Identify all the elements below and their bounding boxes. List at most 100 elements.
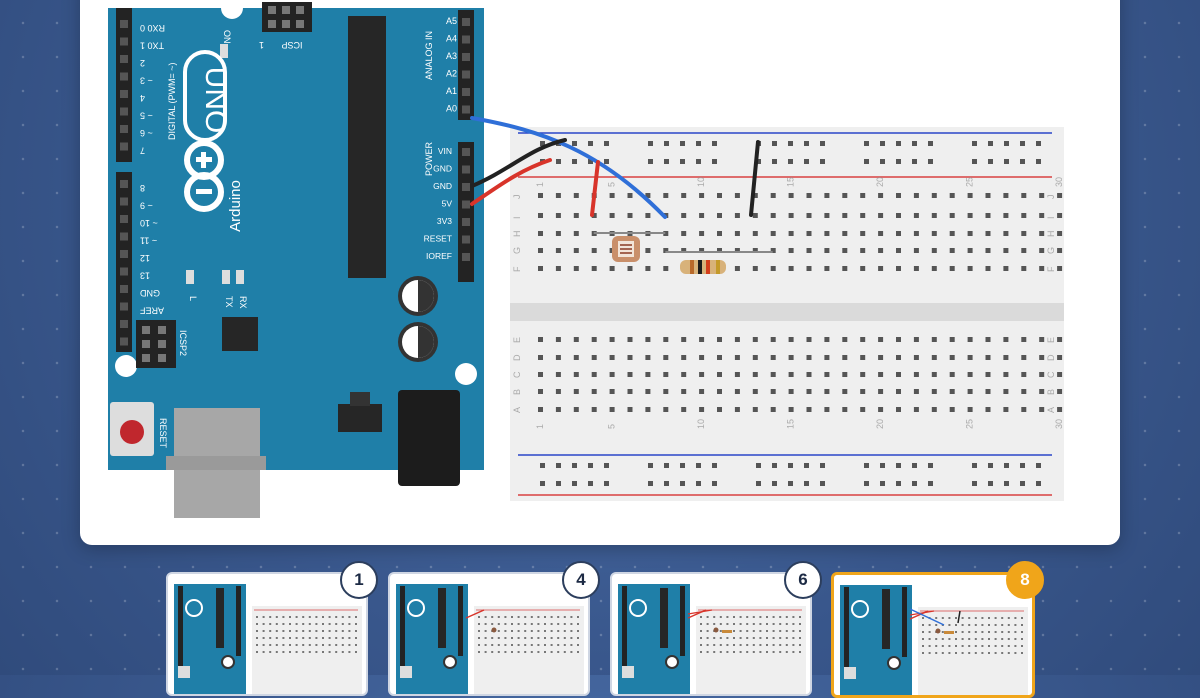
terminal-hole <box>788 372 794 377</box>
step-thumbnail-1[interactable] <box>166 572 368 696</box>
rail-hole <box>1036 159 1041 164</box>
thumb-hole <box>557 616 560 618</box>
terminal-hole <box>752 266 758 271</box>
terminal-hole <box>878 337 884 342</box>
rail-hole <box>696 463 701 468</box>
step-thumbnail-4[interactable] <box>388 572 590 696</box>
rail-hole <box>772 463 777 468</box>
terminal-hole <box>1039 231 1045 236</box>
icsp2-pin <box>142 326 150 334</box>
thumb-scene <box>618 584 806 694</box>
header-pin <box>462 183 470 191</box>
thumb-hole <box>275 623 278 625</box>
terminal-hole <box>985 407 991 412</box>
terminal-hole <box>645 372 651 377</box>
thumb-hole <box>302 644 305 646</box>
capacitor-mark <box>418 280 434 312</box>
terminal-hole <box>913 372 919 377</box>
thumb-hole <box>328 616 331 618</box>
terminal-hole <box>1003 266 1009 271</box>
rail-hole <box>556 463 561 468</box>
rail-hole <box>972 141 977 146</box>
thumb-hole <box>289 644 291 646</box>
terminal-hole <box>645 407 651 412</box>
terminal-hole <box>538 337 543 342</box>
terminal-hole <box>878 372 884 377</box>
column-number: 15 <box>786 419 796 429</box>
thumb-hole <box>262 644 265 646</box>
terminal-hole <box>609 372 615 377</box>
header-pin <box>462 253 470 261</box>
thumb-hole <box>570 630 573 632</box>
terminal-hole <box>538 231 543 236</box>
rail-hole <box>756 159 761 164</box>
step-thumbnail-8[interactable] <box>831 572 1035 698</box>
terminal-hole <box>913 407 919 412</box>
terminal-hole <box>788 213 794 218</box>
terminal-hole <box>663 193 669 198</box>
rail-hole <box>988 141 993 146</box>
wire-black-jumper <box>749 140 760 217</box>
thumb-wire <box>909 610 935 616</box>
terminal-hole <box>985 213 991 218</box>
thumb-hole <box>994 631 997 633</box>
thumb-hole <box>550 623 553 625</box>
thumb-hole <box>779 616 782 618</box>
thumb-ldr <box>935 628 941 634</box>
thumb-hole <box>706 651 709 653</box>
thumb-hole <box>570 616 573 618</box>
thumb-logo <box>851 600 869 618</box>
thumb-resistor <box>722 630 732 633</box>
thumb-hole <box>1001 638 1004 640</box>
thumb-hole <box>511 644 513 646</box>
analog-pin-label: A5 <box>446 16 457 26</box>
terminal-hole <box>717 248 722 253</box>
terminal-hole <box>806 248 812 253</box>
step-thumbnail-6[interactable] <box>610 572 812 696</box>
terminal-hole <box>788 266 794 271</box>
thumb-hole <box>557 623 560 625</box>
thumb-hole <box>988 645 990 647</box>
terminal-hole <box>734 193 740 198</box>
thumb-hole <box>706 616 709 618</box>
terminal-hole <box>1021 407 1027 412</box>
terminal-hole <box>1057 248 1063 253</box>
header-pin <box>120 215 128 223</box>
rail-hole <box>664 141 669 146</box>
terminal-hole <box>538 355 543 360</box>
thumb-hole <box>524 616 527 618</box>
thumb-hole <box>733 616 735 618</box>
wires <box>470 116 760 219</box>
terminal-hole <box>913 231 919 236</box>
reset-label: RESET <box>158 418 168 449</box>
terminal-hole <box>538 193 543 198</box>
thumb-hole <box>994 638 997 640</box>
mount-hole <box>455 363 477 385</box>
thumb-hole <box>961 645 964 647</box>
terminal-hole <box>967 266 973 271</box>
thumb-hole <box>530 637 533 639</box>
thumb-hole <box>700 651 702 653</box>
terminal-hole <box>1057 372 1063 377</box>
thumb-hole <box>1001 624 1004 626</box>
terminal-hole <box>1057 213 1063 218</box>
thumb-hole <box>491 616 494 618</box>
terminal-hole <box>663 407 669 412</box>
thumb-hole <box>328 637 331 639</box>
thumb-cap <box>443 655 457 669</box>
thumb-hole <box>739 644 742 646</box>
terminal-hole <box>860 266 866 271</box>
thumb-hole <box>570 637 573 639</box>
thumb-hole <box>308 651 311 653</box>
terminal-hole <box>806 355 812 360</box>
terminal-hole <box>734 407 740 412</box>
icsp2-label: ICSP2 <box>178 330 188 356</box>
on-led <box>220 44 228 58</box>
terminal-hole <box>752 407 758 412</box>
rail-hole <box>1036 481 1041 486</box>
terminal-hole <box>752 355 758 360</box>
terminal-hole <box>555 248 561 253</box>
row-letter: J <box>1046 195 1056 200</box>
rail-hole <box>928 463 933 468</box>
thumb-header <box>458 586 463 656</box>
